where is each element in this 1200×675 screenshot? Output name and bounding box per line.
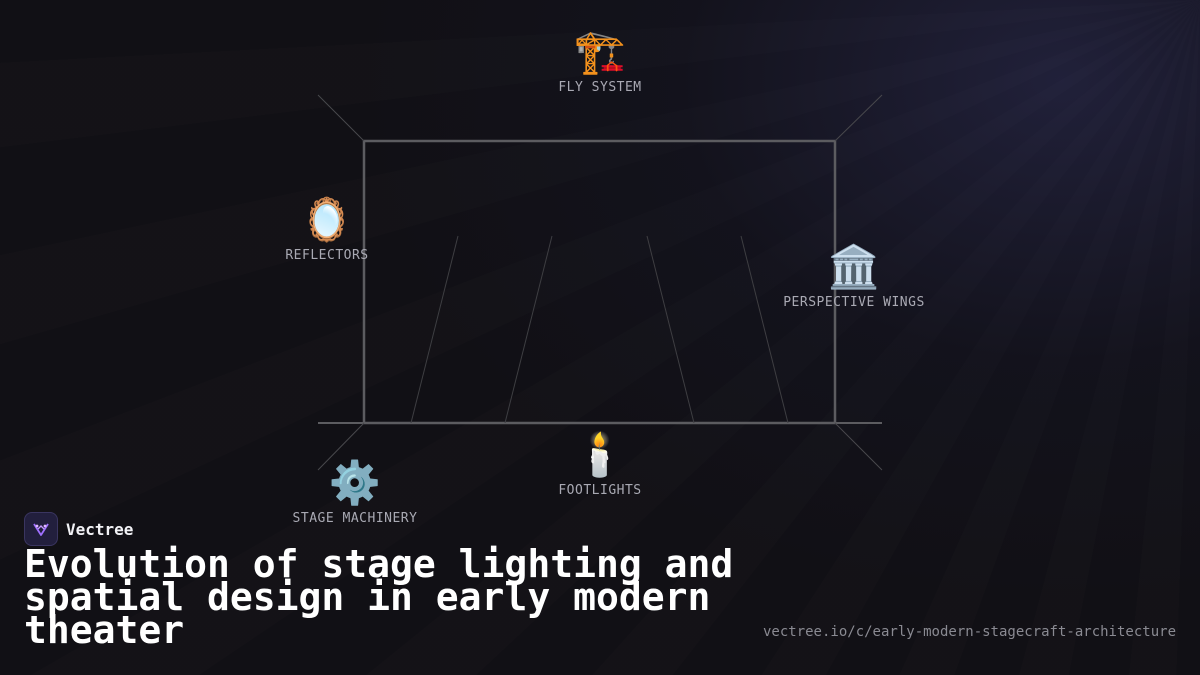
vectree-logo-icon	[24, 512, 58, 546]
node-reflectors: 🪞 REFLECTORS	[285, 195, 369, 264]
node-perspective-wings: 🏛️ PERSPECTIVE WINGS	[783, 242, 925, 311]
node-label: FOOTLIGHTS	[558, 483, 642, 498]
proscenium-frame	[362, 139, 837, 425]
node-stage-machinery: ⚙️ STAGE MACHINERY	[292, 458, 418, 527]
perspective-line-bottom-left	[317, 422, 365, 471]
wing-line-1	[410, 235, 459, 424]
wing-line-2	[504, 235, 553, 424]
node-label: PERSPECTIVE WINGS	[783, 295, 925, 310]
classical-building-icon: 🏛️	[827, 242, 881, 291]
node-label: STAGE MACHINERY	[292, 511, 418, 526]
wing-line-4	[740, 235, 789, 424]
perspective-line-top-right	[834, 94, 883, 142]
node-label: FLY SYSTEM	[558, 80, 642, 95]
candle-icon: 🕯️	[573, 430, 627, 479]
page-title: Evolution of stage lighting and spatial …	[24, 542, 734, 652]
source-url[interactable]: vectree.io/c/early-modern-stagecraft-arc…	[762, 624, 1176, 640]
node-label: REFLECTORS	[285, 248, 369, 263]
brand-name: Vectree	[66, 519, 134, 539]
mirror-icon: 🪞	[300, 195, 354, 244]
perspective-line-bottom-right	[834, 422, 883, 471]
node-fly-system: 🏗️ FLY SYSTEM	[558, 27, 642, 96]
gear-icon: ⚙️	[328, 458, 382, 507]
wing-line-3	[646, 235, 695, 424]
construction-crane-icon: 🏗️	[573, 27, 627, 76]
perspective-line-top-left	[317, 94, 365, 142]
brand[interactable]: Vectree	[24, 512, 133, 546]
node-footlights: 🕯️ FOOTLIGHTS	[558, 430, 642, 499]
